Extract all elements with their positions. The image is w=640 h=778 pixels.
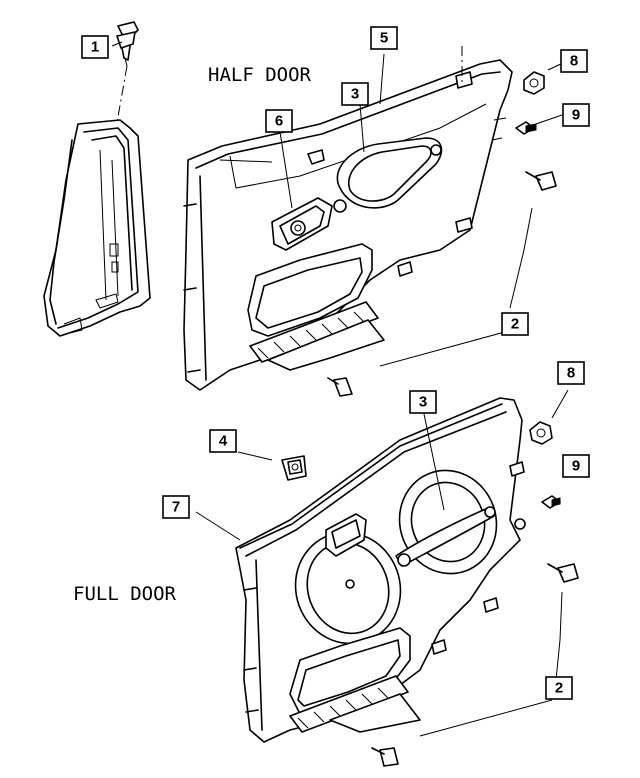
callout-number: 6 [275,113,283,130]
callout-number: 7 [172,499,180,516]
clip-part-4 [281,455,307,481]
full-door-leader-lines [195,389,569,737]
half-door-fasteners [327,71,557,397]
callout-number: 3 [351,86,359,103]
screw-part-2-upper-full [557,563,579,583]
callout-7: 7 [162,495,190,519]
callout-number: 2 [555,680,563,697]
callout-8-full-door: 8 [557,361,585,385]
callout-3-half-door: 3 [341,82,369,106]
callout-2-full-door: 2 [545,676,573,700]
callout-number: 5 [380,30,388,47]
callout-9-half-door: 9 [562,103,590,127]
full-door-trim-panel [235,397,526,743]
centerline-part-1 [115,65,128,129]
screw-part-2-lower-half [333,377,353,397]
retainer-nut-part-8-full [529,421,553,445]
callout-8-half-door: 8 [560,49,588,73]
callout-1: 1 [81,35,109,59]
half-door-label: HALF DOOR [208,64,312,86]
retainer-nut-part-8-half [523,71,545,95]
callout-5: 5 [370,26,398,50]
callout-4: 4 [209,429,237,453]
callout-9-full-door: 9 [562,454,590,478]
callout-number: 8 [567,365,575,382]
retainer-clip-part-1 [116,21,139,67]
callout-6: 6 [265,109,293,133]
callout-number: 3 [419,394,427,411]
callout-number: 9 [572,458,580,475]
callout-3-full-door: 3 [409,390,437,414]
callout-number: 4 [219,433,228,450]
callout-number: 9 [572,107,580,124]
callout-number: 2 [511,316,519,333]
full-door-label: FULL DOOR [73,583,177,605]
callout-number: 8 [570,53,578,70]
door-frame-weatherstrip [43,119,151,337]
half-door-trim-panel [183,59,513,391]
full-door-fasteners [371,421,579,767]
callout-number: 1 [91,39,99,56]
screw-part-2-lower-full [379,747,399,767]
half-door-leader-lines [111,41,566,367]
callout-2-half-door: 2 [501,312,529,336]
screw-part-2-upper-half [535,171,557,191]
